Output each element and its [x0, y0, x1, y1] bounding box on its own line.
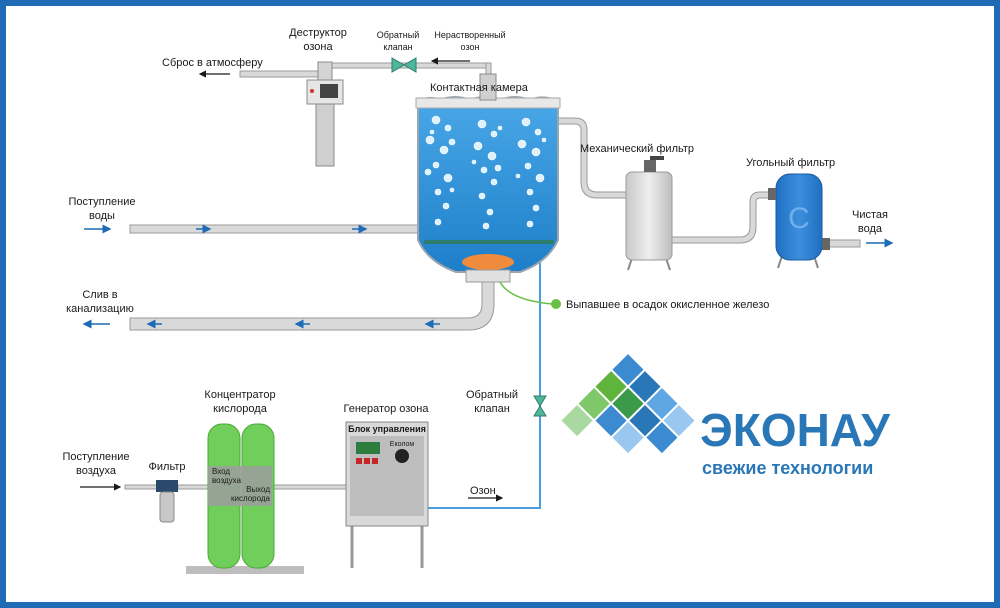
label-ozone-destructor-2: озона [303, 41, 333, 53]
label-oxygen-out-1: Выход [246, 485, 270, 494]
ekonau-logo-icon [561, 354, 695, 454]
ozone-generator [345, 421, 429, 568]
contact-chamber [415, 73, 561, 283]
label-check-valve-top-1: Обратный [377, 30, 420, 40]
label-filter: Фильтр [149, 461, 186, 473]
label-undissolved-ozone-1: Нерастворенный [434, 30, 505, 40]
label-water-inlet-2: воды [89, 210, 115, 222]
label-drain-2: канализацию [66, 303, 134, 315]
label-contact-chamber: Контактная камера [430, 82, 529, 94]
label-oxygen-concentrator-1: Концентратор [204, 389, 275, 401]
ozone-destructor [306, 61, 344, 167]
air-filter [156, 480, 178, 523]
label-water-inlet-1: Поступление [68, 196, 135, 208]
label-ozone: Озон [470, 485, 496, 497]
label-ozone-generator: Генератор озона [344, 403, 430, 415]
label-air-in-2: воздуха [212, 476, 242, 485]
oxygen-concentrator [186, 423, 304, 574]
ozone-line [428, 238, 541, 509]
label-undissolved-ozone-2: озон [461, 42, 480, 52]
label-oxygen-concentrator-2: кислорода [213, 403, 268, 415]
label-drain-1: Слив в [82, 289, 117, 301]
label-ozone-destructor-1: Деструктор [289, 27, 347, 39]
label-air-inlet-1: Поступление [62, 451, 129, 463]
carbon-badge: С [788, 202, 810, 235]
precipitate-pointer [499, 281, 561, 309]
label-vent: Сброс в атмосферу [162, 57, 263, 69]
label-air-in-1: Вход [212, 467, 230, 476]
label-air-inlet-2: воздуха [76, 465, 117, 477]
carbon-filter: С [768, 173, 830, 269]
label-oxygen-out-2: кислорода [231, 494, 271, 503]
flow-arrows [82, 224, 894, 329]
check-valve-top-icon [391, 57, 417, 73]
label-carbon-filter: Угольный фильтр [746, 157, 835, 169]
label-control-unit: Блок управления [348, 424, 426, 434]
label-check-valve-bottom-1: Обратный [466, 389, 518, 401]
label-check-valve-top-2: клапан [383, 42, 412, 52]
brand-tagline: свежие технологии [702, 458, 873, 478]
check-valve-bottom-icon [533, 395, 547, 417]
mechanical-filter [625, 156, 673, 271]
label-check-valve-bottom-2: клапан [474, 403, 510, 415]
label-ekolom: Еколом [390, 441, 415, 448]
bubbles [424, 115, 547, 230]
label-clean-water-1: Чистая [852, 209, 888, 221]
black-arrows [80, 57, 504, 502]
label-clean-water-2: вода [858, 223, 883, 235]
label-mech-filter: Механический фильтр [580, 143, 694, 155]
label-precipitate: Выпавшее в осадок окисленное железо [566, 299, 769, 311]
brand-name: ЭКОНАУ [700, 404, 891, 456]
